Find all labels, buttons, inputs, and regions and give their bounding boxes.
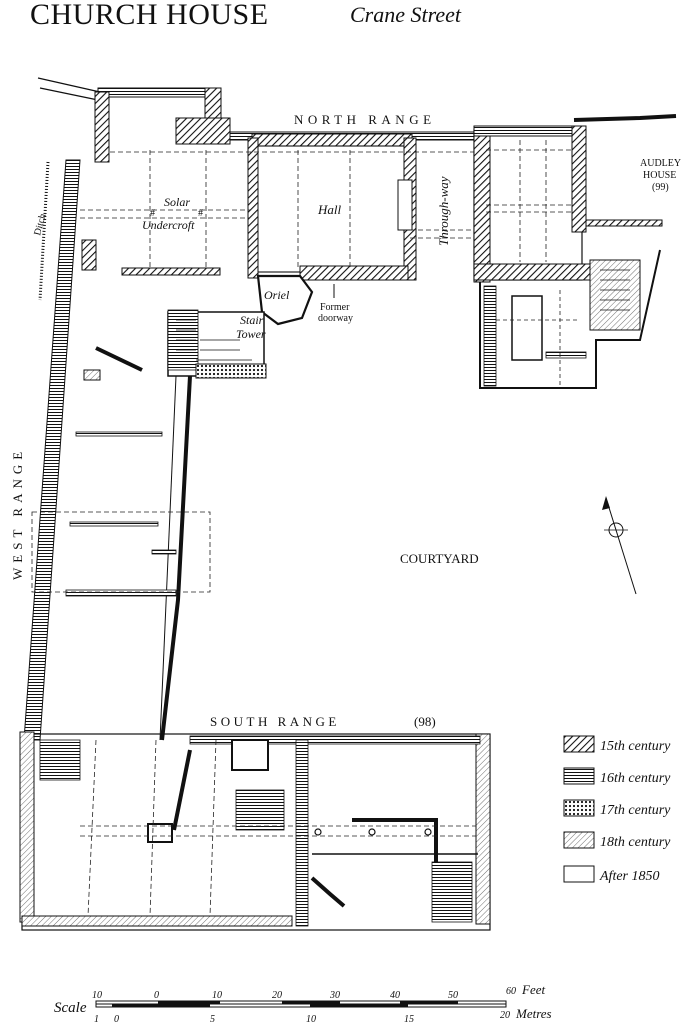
label-former-1: Former bbox=[320, 302, 350, 313]
north-range-block: # # bbox=[37, 77, 477, 326]
label-former-2: doorway bbox=[318, 313, 353, 324]
legend-swatch-after-1850 bbox=[563, 865, 595, 883]
legend-swatch-15th bbox=[563, 735, 595, 753]
legend-swatch-18th bbox=[563, 831, 595, 849]
plan-street: Crane Street bbox=[350, 2, 462, 27]
legend-label-17th: 17th century bbox=[600, 803, 671, 818]
scale-feet-tick-5: 40 bbox=[390, 990, 400, 1001]
label-audley-3: (99) bbox=[652, 182, 669, 193]
label-solar: Solar bbox=[164, 195, 190, 209]
scale-feet-tick-1: 0 bbox=[154, 990, 159, 1001]
scale-metre-tick-5: 20 bbox=[500, 1010, 510, 1021]
scale-bar: Scale 10 0 10 20 30 40 50 60 Feet 1 0 5 … bbox=[54, 982, 552, 1024]
legend-swatch-17th bbox=[563, 799, 595, 817]
legend-label-15th: 15th century bbox=[600, 739, 671, 754]
legend-swatch-16th bbox=[563, 767, 595, 785]
label-audley-2: HOUSE bbox=[643, 170, 676, 181]
scale-feet-tick-6: 50 bbox=[448, 990, 458, 1001]
scale-label: Scale bbox=[54, 1000, 87, 1016]
scale-metre-tick-2: 5 bbox=[210, 1014, 215, 1024]
svg-text:#: # bbox=[198, 208, 203, 219]
plan-title: CHURCH HOUSE bbox=[30, 0, 269, 31]
audley-block bbox=[473, 114, 677, 389]
legend-label-after-1850: After 1850 bbox=[599, 869, 660, 884]
label-south-range-number: (98) bbox=[414, 714, 436, 729]
legend: 15th century 16th century 17th century 1… bbox=[563, 735, 671, 884]
label-ditch: Ditch bbox=[32, 212, 48, 236]
legend-label-16th: 16th century bbox=[600, 771, 671, 786]
label-stair: Stair bbox=[240, 313, 264, 327]
scale-feet-tick-4: 30 bbox=[329, 990, 340, 1001]
scale-metre-tick-1: 0 bbox=[114, 1014, 119, 1024]
label-tower: Tower bbox=[236, 327, 266, 341]
scale-feet-tick-7: 60 bbox=[506, 986, 516, 997]
label-courtyard: COURTYARD bbox=[400, 551, 479, 566]
scale-metre-tick-3: 10 bbox=[306, 1014, 316, 1024]
south-range-block bbox=[19, 731, 491, 931]
north-arrow-icon bbox=[602, 496, 637, 595]
scale-feet-unit: Feet bbox=[521, 982, 545, 997]
scale-metre-tick-4: 15 bbox=[404, 1014, 414, 1024]
label-oriel: Oriel bbox=[264, 288, 290, 302]
scale-metre-tick-0: 1 bbox=[94, 1014, 99, 1024]
scale-feet-tick-3: 20 bbox=[272, 990, 282, 1001]
label-south-range: SOUTH RANGE bbox=[210, 714, 340, 729]
label-hall: Hall bbox=[317, 202, 342, 217]
label-west-range: WEST RANGE bbox=[10, 447, 25, 580]
stair-tower bbox=[167, 309, 267, 379]
scale-metres-unit: Metres bbox=[515, 1006, 552, 1021]
scale-feet-tick-0: 10 bbox=[92, 990, 102, 1001]
svg-text:#: # bbox=[150, 208, 155, 219]
west-range-block bbox=[23, 159, 211, 741]
label-through-way: Through-way bbox=[436, 176, 451, 246]
legend-label-18th: 18th century bbox=[600, 835, 671, 850]
label-undercroft: Undercroft bbox=[142, 218, 195, 232]
label-north-range: NORTH RANGE bbox=[294, 112, 436, 127]
label-audley-1: AUDLEY bbox=[640, 158, 681, 169]
scale-feet-tick-2: 10 bbox=[212, 990, 222, 1001]
